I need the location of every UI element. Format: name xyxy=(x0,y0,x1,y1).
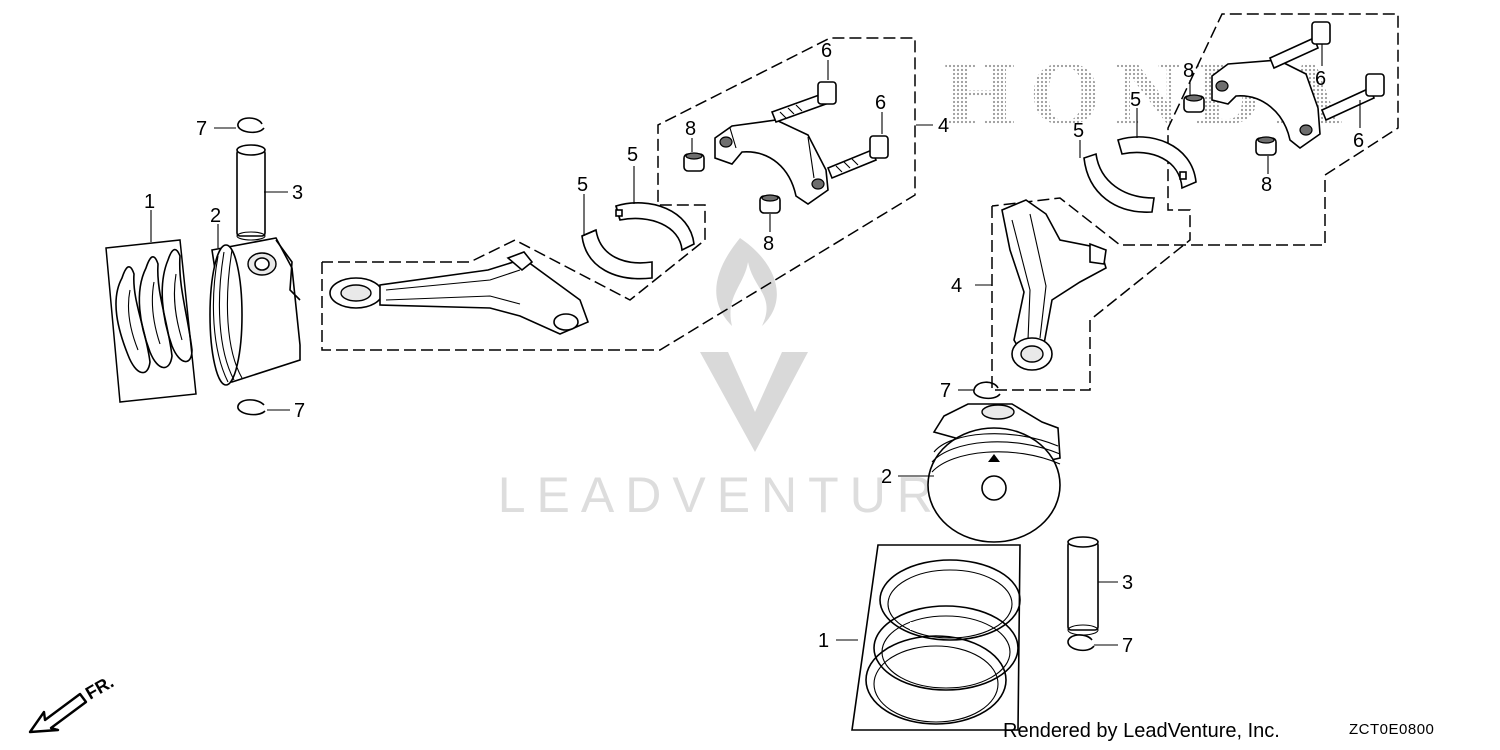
callout-3-left: 3 xyxy=(292,182,303,204)
dowel-pin-left-a xyxy=(683,152,705,172)
callout-5-right-b: 5 xyxy=(1073,120,1084,142)
connecting-rod-group-left xyxy=(321,37,933,351)
piston-pin-clip-left-bottom xyxy=(237,399,266,416)
callout-2-right: 2 xyxy=(881,466,892,488)
callout-1-right: 1 xyxy=(818,630,829,652)
dowel-pin-right-b xyxy=(1255,136,1277,156)
rod-bearing-right-lower xyxy=(1083,152,1155,213)
vendor-watermark: LEADVENTURE xyxy=(498,467,989,523)
leader-lines xyxy=(150,44,1361,646)
rod-cap-right xyxy=(1211,59,1321,149)
rod-bearing-right-upper xyxy=(1117,136,1197,190)
callout-5-left-a: 5 xyxy=(627,144,638,166)
callout-6-left-b: 6 xyxy=(875,92,886,114)
dowel-pin-right-a xyxy=(1183,94,1205,113)
callout-4-right: 4 xyxy=(951,275,962,297)
callout-4-left: 4 xyxy=(938,115,949,137)
vendor-logo-watermark xyxy=(700,238,808,452)
callout-7-right-top: 7 xyxy=(940,380,951,402)
front-direction-marker: FR. xyxy=(28,672,117,734)
rod-bearing-left-upper xyxy=(615,202,695,252)
piston-ring-set-right xyxy=(851,544,1021,731)
callout-3-right: 3 xyxy=(1122,572,1133,594)
rod-bearing-left-lower xyxy=(581,228,653,280)
rod-bolt-right-a xyxy=(1268,21,1331,70)
rod-cap-left xyxy=(714,119,829,205)
callout-labels: 1 2 3 7 7 5 5 6 6 8 8 4 5 5 6 6 8 8 4 7 … xyxy=(144,40,1364,657)
callout-5-left-b: 5 xyxy=(577,174,588,196)
callout-1-left: 1 xyxy=(144,191,155,213)
piston-pin-right xyxy=(1067,536,1099,636)
rod-bolt-left-b xyxy=(826,135,889,180)
callout-7-left-bottom: 7 xyxy=(294,400,305,422)
callout-7-left-top: 7 xyxy=(196,118,207,140)
piston-ring-set-left xyxy=(105,239,197,403)
callout-5-right-a: 5 xyxy=(1130,89,1141,111)
diagram-code: ZCT0E0800 xyxy=(1349,721,1435,738)
callout-6-right-b: 6 xyxy=(1353,130,1364,152)
callout-8-left-a: 8 xyxy=(685,118,696,140)
piston-pin-left xyxy=(236,144,266,241)
dowel-pin-left-b xyxy=(759,194,781,214)
rod-bolt-left-a xyxy=(770,81,837,124)
piston-left xyxy=(209,237,301,386)
connecting-rod-right xyxy=(1001,199,1107,371)
rod-bolt-right-b xyxy=(1320,73,1385,122)
callout-6-right-a: 6 xyxy=(1315,68,1326,90)
connecting-rod-left xyxy=(329,251,590,335)
front-label: FR. xyxy=(82,672,117,704)
piston-pin-clip-left-top xyxy=(237,117,265,134)
front-arrow-icon xyxy=(28,692,88,734)
callout-8-left-b: 8 xyxy=(763,233,774,255)
callout-8-right-a: 8 xyxy=(1183,60,1194,82)
piston-right xyxy=(927,403,1061,543)
callout-7-right-bottom: 7 xyxy=(1122,635,1133,657)
render-credit: Rendered by LeadVenture, Inc. xyxy=(1003,720,1280,742)
connecting-rod-group-right xyxy=(975,13,1399,391)
piston-pin-clip-right-bottom xyxy=(1067,634,1095,652)
callout-8-right-b: 8 xyxy=(1261,174,1272,196)
callout-6-left-a: 6 xyxy=(821,40,832,62)
callout-2-left: 2 xyxy=(210,205,221,227)
